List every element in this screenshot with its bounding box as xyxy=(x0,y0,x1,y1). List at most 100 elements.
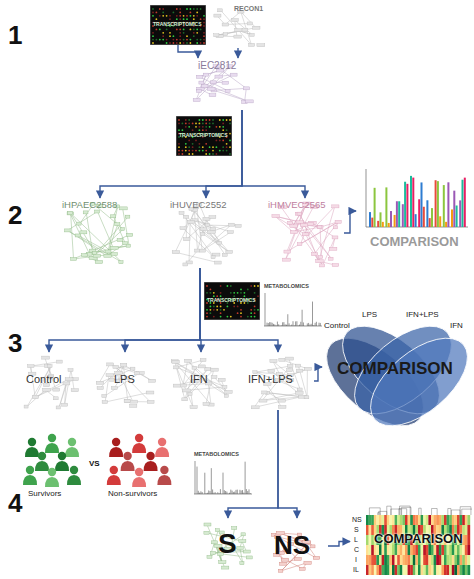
decoration-shape xyxy=(152,32,154,34)
decoration-shape xyxy=(226,119,228,121)
decoration-shape xyxy=(111,253,117,256)
decoration-shape xyxy=(144,461,158,471)
decoration-shape xyxy=(162,15,164,17)
decoration-shape xyxy=(465,535,468,545)
decoration-shape xyxy=(185,119,187,121)
decoration-shape xyxy=(329,247,337,250)
decoration-shape xyxy=(284,250,290,253)
decoration-shape xyxy=(421,565,424,575)
decoration-shape xyxy=(465,525,468,535)
node-text: COMPARISON xyxy=(370,235,459,248)
decoration-shape xyxy=(203,42,205,44)
decoration-shape xyxy=(300,222,338,244)
decoration-shape xyxy=(174,361,211,404)
decoration-shape xyxy=(188,123,190,125)
decoration-shape xyxy=(193,99,200,102)
decoration-shape xyxy=(149,379,156,382)
decoration-shape xyxy=(395,515,398,525)
decoration-shape xyxy=(236,490,237,494)
decoration-shape xyxy=(402,515,405,525)
decoration-shape xyxy=(257,285,259,287)
decoration-shape xyxy=(220,316,222,318)
decoration-shape xyxy=(377,221,379,227)
decoration-shape xyxy=(78,235,108,251)
decoration-shape xyxy=(188,153,190,155)
decoration-shape xyxy=(457,565,460,575)
decoration-shape xyxy=(111,386,117,389)
node-text: LPS xyxy=(114,374,135,385)
node-text: NS xyxy=(274,532,310,558)
node-text: Control xyxy=(26,374,61,385)
decoration-shape xyxy=(207,555,212,558)
decoration-shape xyxy=(467,535,470,545)
decoration-shape xyxy=(223,33,228,36)
decoration-shape xyxy=(454,555,457,565)
decoration-shape xyxy=(269,322,270,326)
decoration-shape xyxy=(48,468,56,476)
decoration-shape xyxy=(38,452,46,460)
decoration-shape xyxy=(426,515,429,525)
node-text: IFN xyxy=(190,374,208,385)
decoration-shape xyxy=(421,182,423,227)
decoration-shape xyxy=(120,363,126,366)
decoration-shape xyxy=(234,35,242,38)
decoration-shape xyxy=(462,565,465,575)
decoration-shape xyxy=(28,438,36,446)
decoration-shape xyxy=(369,535,372,545)
decoration-shape xyxy=(193,18,195,20)
decoration-shape xyxy=(219,126,221,128)
data-panel: TRANSCRIPTOMICS xyxy=(150,5,206,45)
decoration-shape xyxy=(182,153,184,155)
decoration-shape xyxy=(313,556,320,559)
decoration-shape xyxy=(379,565,382,575)
decoration-shape xyxy=(457,515,460,525)
decoration-shape xyxy=(295,212,302,215)
decoration-shape xyxy=(230,490,231,494)
decoration-shape xyxy=(233,295,235,297)
decoration-shape xyxy=(465,515,468,525)
decoration-shape xyxy=(202,146,204,148)
decoration-shape xyxy=(413,545,416,555)
decoration-shape xyxy=(183,18,185,20)
decoration-shape xyxy=(300,322,301,326)
decoration-shape xyxy=(205,153,207,155)
decoration-shape xyxy=(400,515,403,525)
network-model: NS xyxy=(266,518,328,574)
decoration-shape xyxy=(220,292,222,294)
decoration-shape xyxy=(183,32,185,34)
decoration-shape xyxy=(423,207,425,227)
decoration-shape xyxy=(62,403,68,406)
decoration-shape xyxy=(195,140,197,142)
decoration-shape xyxy=(233,492,234,494)
decoration-shape xyxy=(297,243,302,246)
decoration-shape xyxy=(183,238,190,241)
decoration-shape xyxy=(188,150,190,152)
decoration-shape xyxy=(423,555,426,565)
decoration-shape xyxy=(222,253,227,256)
decoration-shape xyxy=(186,35,188,37)
decoration-shape xyxy=(176,29,178,31)
decoration-shape xyxy=(134,372,139,375)
decoration-shape xyxy=(332,236,338,239)
decoration-shape xyxy=(371,565,374,575)
spectrum-panel: METABOLOMICS xyxy=(262,284,324,330)
decoration-shape xyxy=(32,396,38,399)
decoration-shape xyxy=(241,12,252,45)
decoration-shape xyxy=(176,18,178,20)
decoration-shape xyxy=(199,150,201,152)
decoration-shape xyxy=(237,312,239,314)
decoration-shape xyxy=(389,515,392,525)
decoration-shape xyxy=(196,15,198,17)
decoration-shape xyxy=(147,400,154,403)
step-number: 1 xyxy=(8,22,22,48)
decoration-shape xyxy=(222,23,229,26)
decoration-shape xyxy=(311,223,335,238)
decoration-shape xyxy=(447,555,450,565)
decoration-shape xyxy=(183,263,188,266)
decoration-shape xyxy=(53,397,58,400)
decoration-shape xyxy=(70,466,78,474)
decoration-shape xyxy=(200,18,202,20)
decoration-shape xyxy=(251,406,259,409)
decoration-shape xyxy=(180,227,187,230)
decoration-shape xyxy=(192,153,194,155)
